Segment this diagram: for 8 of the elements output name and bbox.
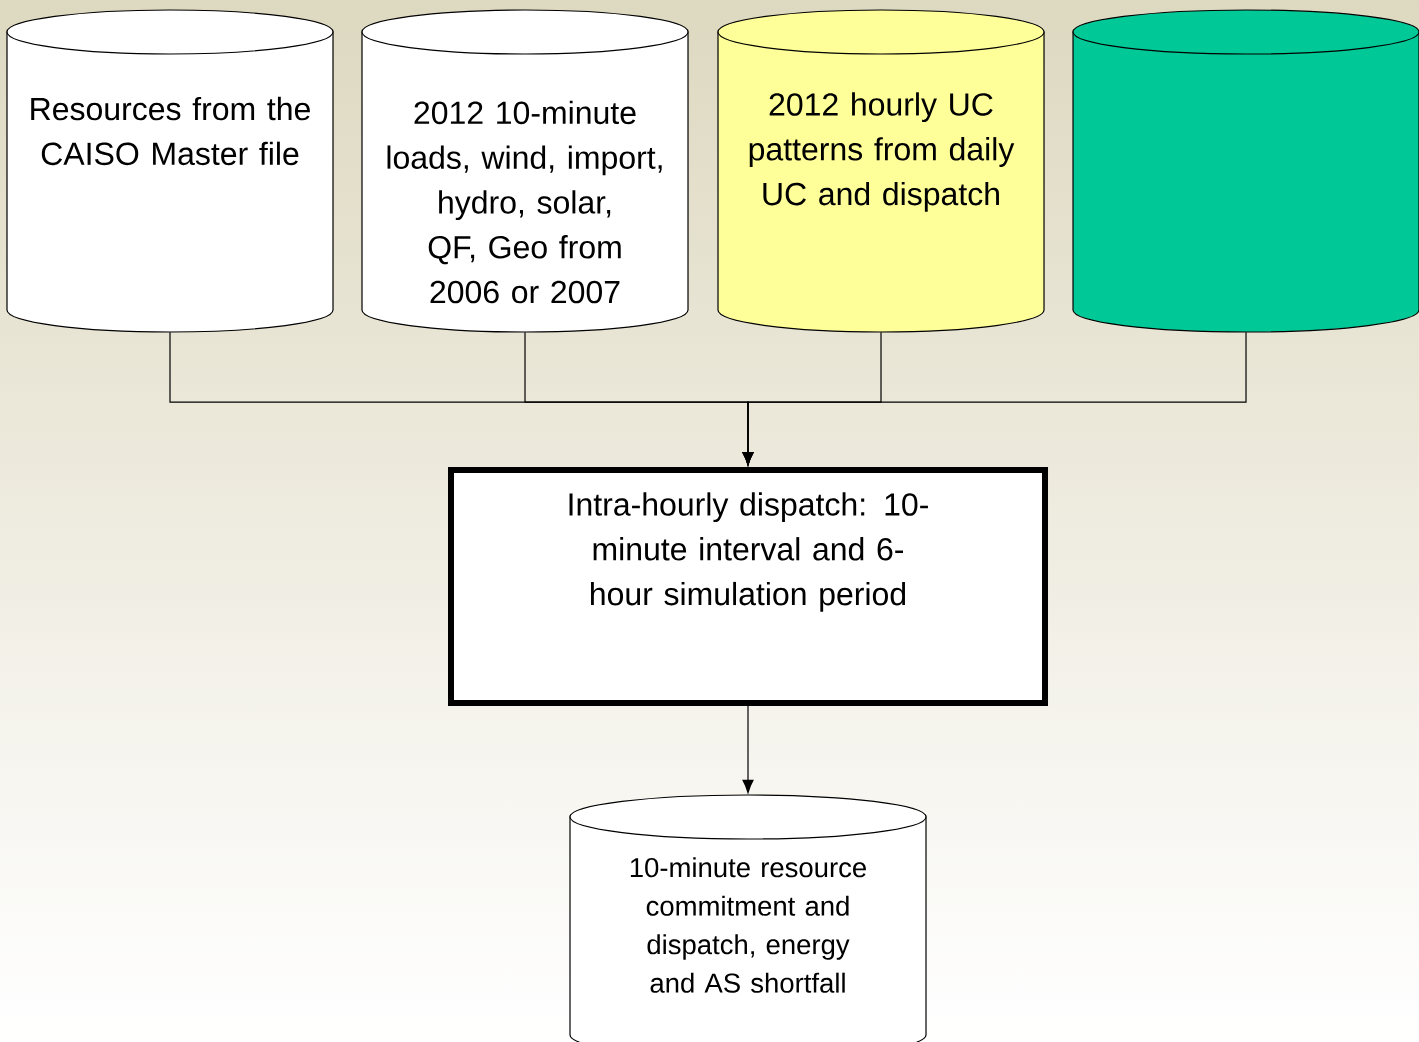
database-cylinder (1072, 9, 1419, 333)
database-cylinder: 10-minute resource commitment and dispatch, energy and AS shortfall (569, 794, 927, 1042)
database-cylinder: 2012 hourly UC patterns from daily UC and dispatch (717, 9, 1045, 333)
arrow (742, 331, 1247, 466)
process-box: Intra-hourly dispatch: 10-minute interval and 6-hour simulation period (448, 467, 1048, 706)
database-cylinder: 2012 10-minute loads, wind, import, hydro, solar, QF, Geo from 2006 or 2007 (361, 9, 689, 333)
arrow (742, 705, 754, 794)
database-cylinder: Resources from the CAISO Master file (6, 9, 334, 333)
